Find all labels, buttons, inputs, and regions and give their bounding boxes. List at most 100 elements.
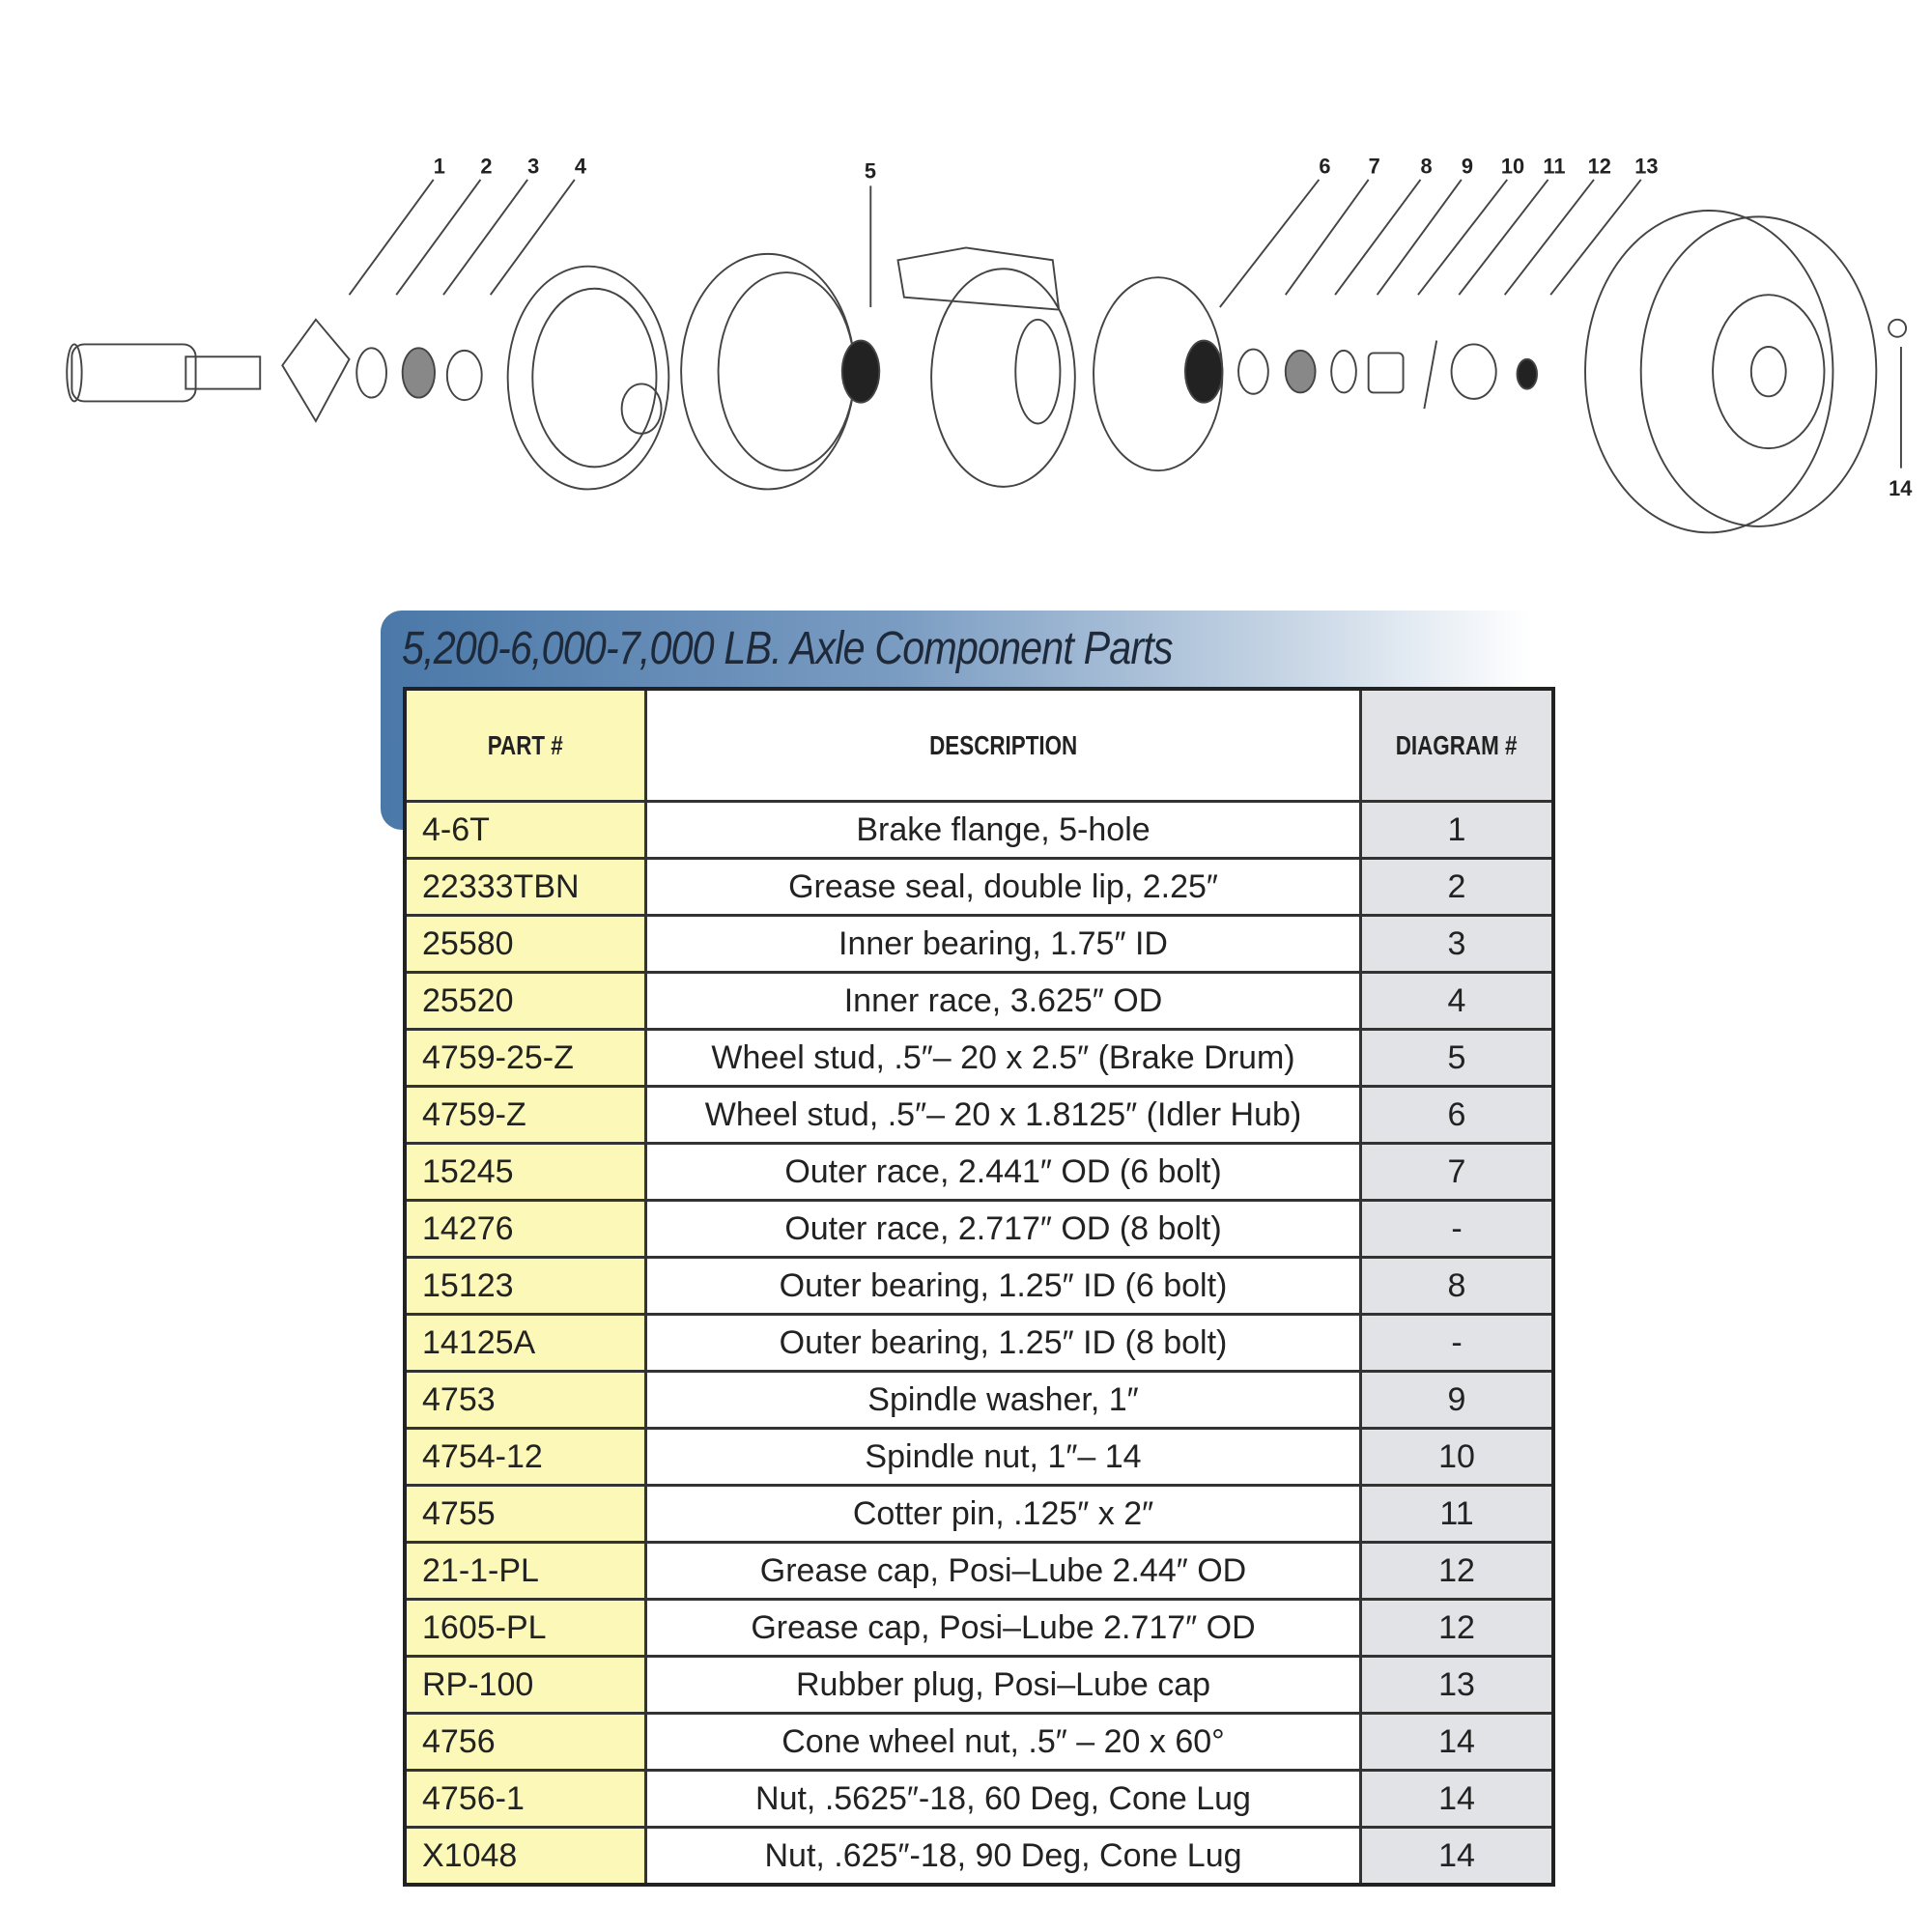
diagram-number-cell: 14 [1359,1769,1555,1829]
header-diagram: DIAGRAM # [1359,687,1555,803]
callout-7: 7 [1369,155,1380,179]
part-number-cell: 4754-12 [403,1427,647,1487]
table-title: 5,200-6,000-7,000 LB. Axle Component Par… [402,623,1174,674]
part-number-cell: 4759-Z [403,1085,647,1145]
inner-bearing [401,347,436,399]
part-number-cell: 4755 [403,1484,647,1544]
diagram-number-cell: 5 [1359,1028,1555,1088]
cotter-pin [1423,340,1438,410]
diagram-number-cell: 13 [1359,1655,1555,1715]
diagram-number-cell: 6 [1359,1085,1555,1145]
brake-drum [680,252,881,491]
spindle-washer [1330,349,1357,394]
brake-flange [281,318,351,423]
outer-bearing [1284,349,1317,394]
part-number-cell: RP-100 [403,1655,647,1715]
wheel-nut [1888,318,1908,338]
diagram-number-cell: 11 [1359,1484,1555,1544]
part-number-cell: 21-1-PL [403,1541,647,1601]
idler-hub [1093,276,1224,472]
wheel [1584,210,1878,534]
diagram-number-cell: 10 [1359,1427,1555,1487]
part-number-cell: 15123 [403,1256,647,1316]
outer-race [1237,348,1269,395]
diagram-number-cell: - [1359,1313,1555,1373]
description-cell: Grease cap, Posi–Lube 2.44″ OD [644,1541,1362,1601]
part-number-cell: 15245 [403,1142,647,1202]
diagram-number-cell: 14 [1359,1712,1555,1772]
diagram-number-cell: 7 [1359,1142,1555,1202]
spindle-nut [1367,352,1405,394]
part-number-cell: 22333TBN [403,857,647,917]
header-part: PART # [403,687,647,803]
description-cell: Rubber plug, Posi–Lube cap [644,1655,1362,1715]
diagram-number-cell: - [1359,1199,1555,1259]
callout-9: 9 [1462,155,1473,179]
grease-seal [355,347,387,399]
leader-lines [348,179,1902,469]
part-number-cell: 4-6T [403,800,647,860]
description-cell: Outer race, 2.441″ OD (6 bolt) [644,1142,1362,1202]
description-cell: Outer race, 2.717″ OD (8 bolt) [644,1199,1362,1259]
callout-3: 3 [527,155,539,179]
part-number-cell: 4756-1 [403,1769,647,1829]
callout-14: 14 [1889,476,1912,500]
callout-11: 11 [1543,155,1565,179]
description-cell: Inner race, 3.625″ OD [644,971,1362,1031]
header-row: PART # DESCRIPTION DIAGRAM # [403,687,1555,803]
description-cell: Wheel stud, .5″– 20 x 2.5″ (Brake Drum) [644,1028,1362,1088]
callout-8: 8 [1421,155,1433,179]
part-number-cell: 4756 [403,1712,647,1772]
description-cell: Outer bearing, 1.25″ ID (8 bolt) [644,1313,1362,1373]
description-cell: Inner bearing, 1.75″ ID [644,914,1362,974]
exploded-axle-diagram: 1 2 3 4 5 6 7 8 9 10 11 12 13 14 [66,155,1912,534]
description-cell: Nut, .625″-18, 90 Deg, Cone Lug [644,1826,1362,1887]
inner-race [445,349,483,402]
part-number-cell: 4753 [403,1370,647,1430]
callout-6: 6 [1319,155,1330,179]
callout-13: 13 [1634,155,1658,179]
part-number-cell: 25520 [403,971,647,1031]
part-number-cell: 14125A [403,1313,647,1373]
description-cell: Nut, .5625″-18, 60 Deg, Cone Lug [644,1769,1362,1829]
description-cell: Grease cap, Posi–Lube 2.717″ OD [644,1598,1362,1658]
callout-2: 2 [480,155,492,179]
description-cell: Brake flange, 5-hole [644,800,1362,860]
rotor-caliper [896,246,1076,488]
callout-12: 12 [1588,155,1611,179]
description-cell: Wheel stud, .5″– 20 x 1.8125″ (Idler Hub… [644,1085,1362,1145]
callout-1: 1 [434,155,445,179]
diagram-number-cell: 3 [1359,914,1555,974]
part-number-cell: X1048 [403,1826,647,1887]
diagram-number-cell: 9 [1359,1370,1555,1430]
description-cell: Cone wheel nut, .5″ – 20 x 60° [644,1712,1362,1772]
description-cell: Spindle washer, 1″ [644,1370,1362,1430]
description-cell: Grease seal, double lip, 2.25″ [644,857,1362,917]
part-number-cell: 1605-PL [403,1598,647,1658]
callout-10: 10 [1501,155,1524,179]
header-description: DESCRIPTION [644,687,1362,803]
diagram-number-cell: 2 [1359,857,1555,917]
diagram-number-cell: 8 [1359,1256,1555,1316]
description-cell: Outer bearing, 1.25″ ID (6 bolt) [644,1256,1362,1316]
